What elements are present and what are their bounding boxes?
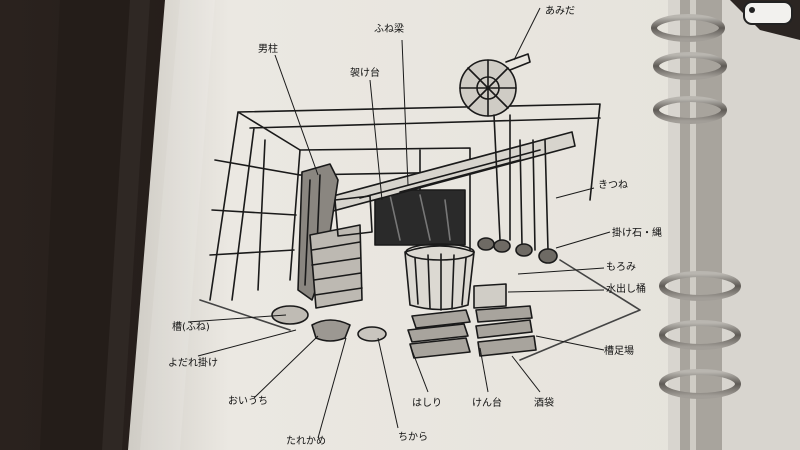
fune-tray xyxy=(271,305,309,325)
label-sakabukuro: 酒袋 xyxy=(534,396,554,409)
amida-handle xyxy=(505,53,531,71)
label-mizudashi: 水出し桶 xyxy=(606,282,646,295)
leader-lines xyxy=(187,7,611,439)
label-kitsune: きつね xyxy=(598,179,628,191)
tub-rim xyxy=(405,243,475,261)
label-otokobashira: 男柱 xyxy=(258,42,278,55)
label-hashiri: はしり xyxy=(412,397,442,409)
hanging-stones xyxy=(477,237,558,264)
label-kesadai: 袈け台 xyxy=(350,66,380,79)
sake-press-illustration xyxy=(199,53,641,361)
page-corner-tab xyxy=(743,1,793,25)
callout-labels: あみだ ふね梁 男柱 袈け台 きつね 掛け石・縄 もろみ 水出し桶 槽(ふね) … xyxy=(168,5,662,447)
moromi-tub xyxy=(404,245,475,311)
label-funeashiba: 槽足場 xyxy=(604,344,634,357)
label-chikara: ちから xyxy=(398,431,428,443)
binder-cover-shine xyxy=(102,0,150,450)
sleeve-gloss xyxy=(140,0,215,450)
spine-metal-bar xyxy=(680,0,722,450)
label-funabari: ふね梁 xyxy=(374,22,404,35)
label-yodaregake: よだれ掛け xyxy=(168,356,218,369)
press-box xyxy=(309,224,363,309)
floor-perspective xyxy=(199,259,641,361)
ring-6 xyxy=(659,369,741,399)
tub-staves xyxy=(414,253,467,311)
ring-4 xyxy=(659,271,741,301)
label-fune-left: 槽(ふね) xyxy=(172,320,210,333)
ring-1 xyxy=(651,14,725,42)
sake-bags xyxy=(407,305,537,359)
amida-spokes xyxy=(459,59,517,117)
water-bucket xyxy=(473,283,507,309)
drain-jar xyxy=(311,319,351,342)
press-box-stack xyxy=(311,195,373,296)
label-kakeishi: 掛け石・縄 xyxy=(612,226,662,239)
label-amida: あみだ xyxy=(545,5,575,17)
label-moromi: もろみ xyxy=(606,261,636,273)
ring-3 xyxy=(653,96,727,124)
ring-2 xyxy=(653,52,727,80)
tab-dot-icon xyxy=(749,7,755,13)
label-tarekame: たれかめ xyxy=(286,435,326,447)
doorway-detail xyxy=(389,194,451,241)
spine-metal-highlight xyxy=(690,0,696,450)
chikara-bowl xyxy=(357,326,387,342)
ring-5 xyxy=(659,320,741,350)
hanging-ropes xyxy=(493,114,549,251)
label-oiuchi: おいうち xyxy=(228,395,268,407)
left-wall-frame xyxy=(209,139,301,291)
rear-wall xyxy=(299,147,471,251)
amida-winch xyxy=(459,53,531,117)
binder-rings xyxy=(651,14,741,399)
label-kendai: けん台 xyxy=(472,396,502,409)
